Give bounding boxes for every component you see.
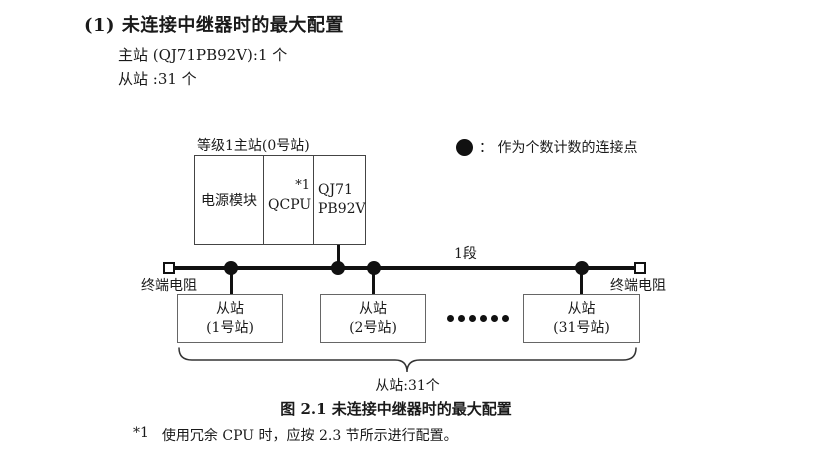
- master-station-box: 电源模块 *1 QCPU QJ71 PB92V: [194, 155, 366, 245]
- slave-station-box-2: 从站 (2号站): [320, 294, 426, 343]
- slave2-line2: (2号站): [349, 319, 397, 336]
- footnote: *1 使用冗余 CPU 时，应按 2.3 节所示进行配置。: [133, 425, 458, 445]
- footnote-text: 使用冗余 CPU 时，应按 2.3 节所示进行配置。: [161, 428, 458, 444]
- terminating-resistor-right-icon: [634, 262, 646, 274]
- ellipsis-dots: [447, 315, 509, 322]
- bus-line: [171, 266, 639, 270]
- legend: ： 作为个数计数的连接点: [456, 137, 637, 157]
- slave1-line1: 从站: [216, 301, 244, 318]
- pb92v-module-cell: QJ71 PB92V: [314, 156, 366, 244]
- module-name-line2: PB92V: [318, 201, 366, 217]
- slave3-drop-line: [580, 270, 583, 295]
- terminating-resistor-right-label: 终端电阻: [610, 278, 666, 294]
- master-count-line: 主站 (QJ71PB92V):1 个: [118, 46, 288, 64]
- slave2-drop-line: [372, 270, 375, 295]
- bracket-label: 从站:31个: [375, 378, 440, 394]
- slave-station-box-1: 从站 (1号站): [177, 294, 283, 343]
- master-station-label: 等级1主站(0号站): [197, 138, 310, 154]
- figure-caption: 图 2.1 未连接中继器时的最大配置: [280, 400, 512, 418]
- footnote-marker: *1: [133, 425, 149, 441]
- connection-dot: [367, 261, 381, 275]
- brace-down-icon: [178, 347, 637, 373]
- connection-dot: [224, 261, 238, 275]
- slave-count-line: 从站 :31 个: [118, 70, 197, 88]
- section-heading: (1) 未连接中继器时的最大配置: [84, 15, 344, 36]
- slave31-line1: 从站: [567, 301, 596, 318]
- cpu-label: QCPU: [268, 197, 312, 213]
- master-drop-line: [337, 245, 340, 267]
- power-module-cell: 电源模块: [195, 156, 264, 244]
- cpu-cell: *1 QCPU: [264, 156, 314, 244]
- footnote-reference: *1: [295, 178, 310, 193]
- slave-station-box-31: 从站 (31号站): [523, 294, 640, 343]
- slave1-line2: (1号站): [206, 319, 254, 336]
- terminating-resistor-left-label: 终端电阻: [141, 278, 197, 294]
- legend-label: ： 作为个数计数的连接点: [479, 140, 638, 156]
- terminating-resistor-left-icon: [163, 262, 175, 274]
- slave1-drop-line: [230, 270, 233, 295]
- module-name-line1: QJ71: [318, 182, 353, 199]
- connection-point-icon: [456, 138, 473, 156]
- slave31-line2: (31号站): [553, 319, 610, 336]
- slave2-line1: 从站: [359, 301, 387, 318]
- connection-dot: [575, 261, 589, 275]
- connection-dot: [331, 261, 345, 275]
- segment-label: 1段: [454, 246, 477, 262]
